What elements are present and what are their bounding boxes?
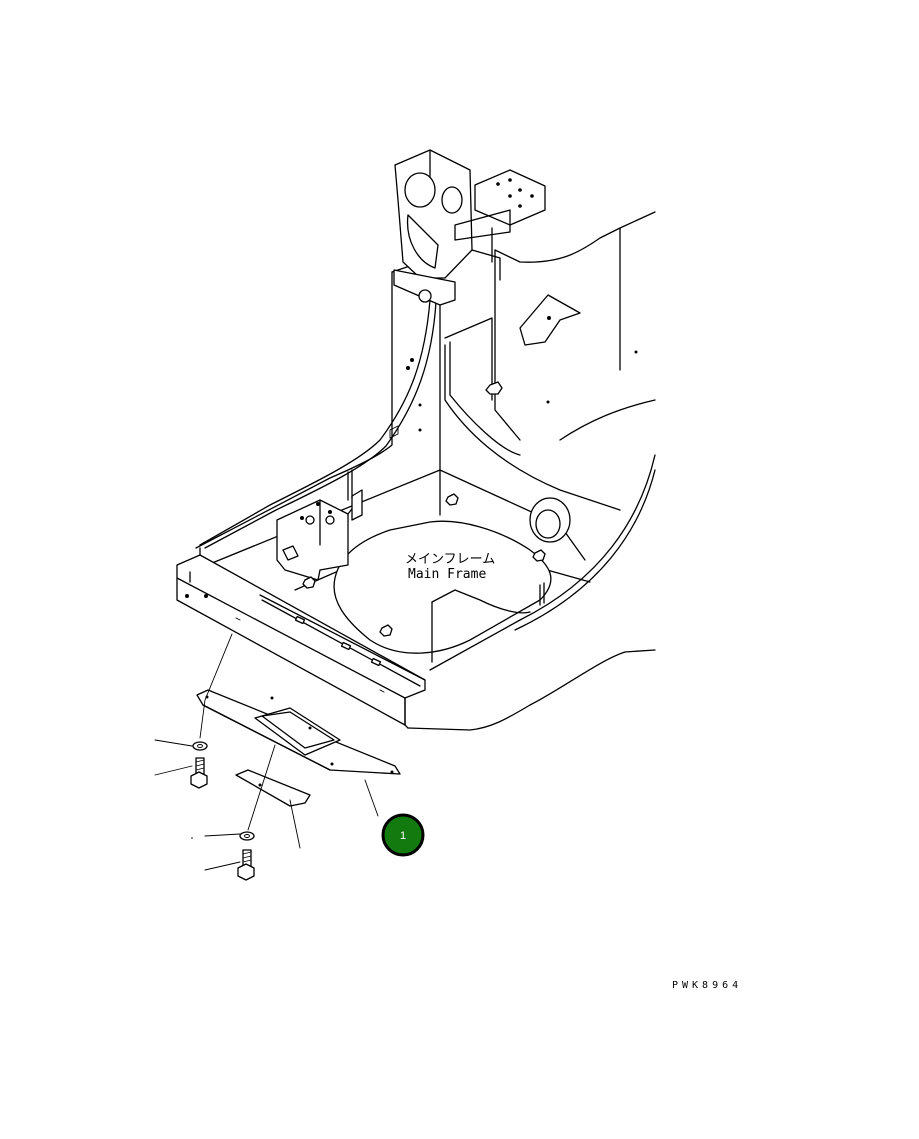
bolt-upper bbox=[190, 757, 208, 789]
washer-upper bbox=[192, 741, 208, 751]
main-frame-label-jp: メインフレーム bbox=[405, 552, 495, 567]
washer-lower bbox=[239, 831, 255, 841]
callout-number: 1 bbox=[400, 830, 406, 842]
bolt-lower bbox=[237, 849, 255, 881]
drawing-code: PWK8964 bbox=[672, 980, 742, 991]
small-cover bbox=[235, 769, 311, 807]
main-frame bbox=[176, 149, 656, 731]
cover-plate bbox=[196, 689, 401, 775]
leader-lines bbox=[154, 633, 379, 871]
main-frame-label-en: Main Frame bbox=[408, 567, 486, 582]
callout-badge-1[interactable]: 1 bbox=[381, 813, 425, 857]
